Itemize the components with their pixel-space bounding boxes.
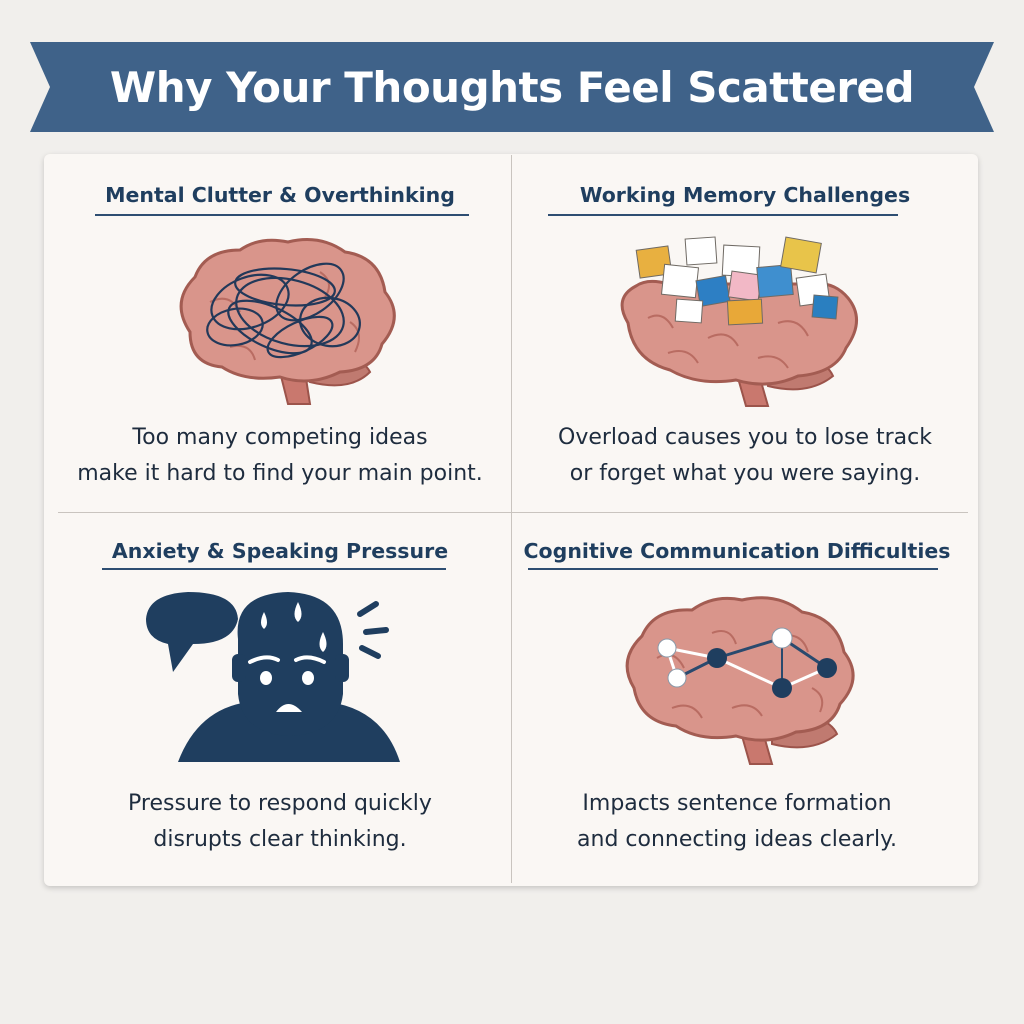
- network-brain-icon: [625, 596, 855, 765]
- description-line: and connecting ideas clearly.: [577, 827, 897, 852]
- panel-description: Impacts sentence formation and connectin…: [512, 786, 962, 858]
- heading-underline: [102, 568, 446, 570]
- panel-heading: Mental Clutter & Overthinking: [105, 183, 455, 207]
- description-line: Impacts sentence formation: [582, 791, 892, 816]
- panel-heading: Cognitive Communication Difficulties: [523, 539, 951, 563]
- panel-description: Too many competing ideas make it hard to…: [60, 420, 500, 492]
- panel-working-memory: Working Memory Challenges Overload cause…: [522, 170, 968, 500]
- page-title: Why Your Thoughts Feel Scattered: [109, 62, 915, 112]
- description-line: Overload causes you to lose track: [558, 425, 932, 450]
- description-line: Too many competing ideas: [132, 425, 428, 450]
- horizontal-divider: [58, 512, 968, 513]
- anxious-person-icon: [146, 592, 400, 762]
- sticky-notes-brain-icon: [620, 236, 858, 407]
- panel-anxiety: Anxiety & Speaking Pressure Pressure to …: [60, 528, 500, 868]
- panel-mental-clutter: Mental Clutter & Overthinking Too many c…: [60, 170, 500, 500]
- description-line: make it hard to find your main point.: [77, 461, 483, 486]
- heading-underline: [528, 568, 938, 570]
- title-banner: Why Your Thoughts Feel Scattered: [30, 42, 994, 132]
- description-line: disrupts clear thinking.: [153, 827, 407, 852]
- heading-underline: [548, 214, 898, 216]
- banner-ribbon-shape: [30, 42, 994, 132]
- panel-heading: Anxiety & Speaking Pressure: [111, 539, 449, 563]
- tangled-brain-icon: [179, 238, 396, 405]
- panel-description: Overload causes you to lose track or for…: [522, 420, 968, 492]
- panel-description: Pressure to respond quickly disrupts cle…: [60, 786, 500, 858]
- vertical-divider: [511, 155, 512, 883]
- heading-underline: [95, 214, 469, 216]
- description-line: or forget what you were saying.: [569, 461, 921, 486]
- panel-cognitive-communication: Cognitive Communication Difficulties Imp…: [512, 528, 962, 868]
- description-line: Pressure to respond quickly: [128, 791, 432, 816]
- panel-heading: Working Memory Challenges: [579, 183, 911, 207]
